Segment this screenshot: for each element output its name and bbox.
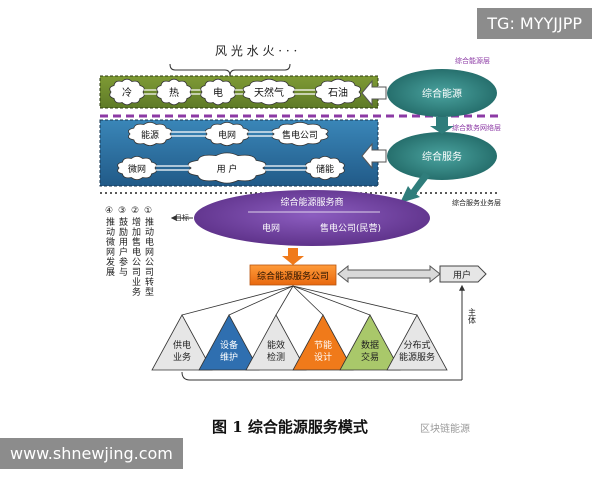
target-note: ③鼓励用户参与 (117, 206, 128, 277)
network-node-cloud (205, 121, 249, 147)
service-provider-ellipse (194, 190, 430, 246)
service-triangle (198, 314, 260, 371)
service-triangle (292, 314, 354, 371)
user-box (439, 265, 487, 283)
energy-node-cloud (242, 78, 296, 106)
service-provider-title: 综合能源服务商 (280, 196, 343, 208)
user-label: 用户 (453, 269, 471, 281)
fan-line (292, 285, 371, 316)
energy-node-link (294, 89, 316, 95)
figure-caption: 图 1 综合能源服务模式 (212, 418, 368, 436)
telegram-tag-overlay: TG: MYYJJPP (477, 8, 592, 39)
network-node-link (264, 165, 306, 171)
integrated-service-label: 综合服务 (422, 150, 462, 163)
service-triangle-label: 分布式 (403, 339, 430, 351)
service-triangle-label: 数据 (361, 339, 379, 351)
service-triangle-label: 能源服务 (399, 351, 435, 363)
layer-label-data: 综合数务网络层 (452, 123, 501, 132)
service-company-box (249, 264, 337, 286)
sources-brace (169, 63, 291, 77)
service-company-label: 综合能源服务公司 (257, 270, 329, 282)
service-triangle-label: 设备 (220, 339, 238, 351)
network-node-label: 售电公司 (282, 129, 318, 141)
energy-node-label: 冷 (122, 86, 132, 99)
network-node-label: 电网 (218, 129, 236, 141)
service-triangle-label: 检测 (267, 351, 285, 363)
network-node-label: 能源 (141, 129, 159, 141)
arrow-energy-to-service (430, 117, 454, 134)
website-url-overlay: www.shnewjing.com (0, 438, 183, 469)
integrated-service-ellipse (387, 132, 497, 180)
integrated-energy-ellipse (387, 69, 497, 117)
layer-label-service: 综合服务业务层 (452, 198, 501, 207)
energy-node-cloud (109, 78, 145, 106)
service-triangle-label: 维护 (220, 351, 238, 363)
watermark: 区块链能源 (420, 422, 470, 435)
energy-node-link (144, 89, 157, 95)
service-provider-right: 售电公司(民营) (320, 222, 381, 234)
network-node-link (156, 165, 190, 171)
arrow-service-to-layer2 (361, 142, 387, 170)
network-node-link (171, 131, 206, 137)
company-user-double-arrow (337, 264, 441, 284)
service-triangle-label: 设计 (314, 351, 332, 363)
fan-line (292, 285, 418, 316)
energy-node-cloud (200, 78, 236, 106)
energy-node-link (191, 89, 201, 95)
layer-label-energy: 综合能源层 (455, 56, 490, 65)
network-node-label: 储能 (316, 163, 334, 175)
service-triangle (386, 314, 448, 371)
energy-node-label: 电 (213, 86, 223, 99)
service-triangle-label: 供电 (173, 339, 191, 351)
target-note: ①推动电网公司转型 (143, 206, 154, 297)
network-node-label: 用 户 (217, 163, 238, 175)
fan-line (181, 285, 294, 316)
fan-line (228, 285, 294, 316)
network-node-link (248, 131, 273, 137)
service-triangle (245, 314, 307, 371)
target-note: ④推动微网发展 (104, 206, 115, 277)
energy-node-label: 石油 (328, 86, 348, 99)
service-triangle-label: 业务 (173, 351, 191, 363)
energy-node-link (235, 89, 244, 95)
service-triangle (151, 314, 213, 371)
energy-node-cloud (156, 78, 192, 106)
network-node-cloud (187, 152, 267, 184)
arrow-service-to-provider (400, 172, 430, 203)
target-note: ②增加售电公司业务 (130, 206, 141, 297)
energy-node-label: 热 (169, 86, 179, 99)
arrow-energy-to-layer1 (361, 79, 387, 107)
subject-label: 主体 (468, 307, 477, 325)
network-node-cloud (128, 121, 172, 147)
service-triangle-label: 能效 (267, 339, 285, 351)
fan-line (275, 285, 294, 316)
fan-line (292, 285, 324, 316)
service-provider-left: 电网 (262, 222, 280, 234)
arrow-provider-to-company (282, 248, 304, 265)
network-node-cloud (117, 155, 157, 181)
network-node-cloud (271, 121, 329, 147)
service-triangle (339, 314, 401, 371)
network-node-cloud (305, 155, 345, 181)
integrated-energy-label: 综合能源 (422, 87, 462, 100)
service-triangle-label: 节能 (314, 339, 332, 351)
sources-label: 风 光 水 火 · · · (215, 44, 297, 58)
bottom-feedback-line (181, 371, 462, 381)
energy-node-label: 天然气 (254, 86, 284, 99)
service-triangle-label: 交易 (361, 351, 379, 363)
energy-node-cloud (314, 78, 362, 106)
network-node-label: 微网 (128, 163, 146, 175)
